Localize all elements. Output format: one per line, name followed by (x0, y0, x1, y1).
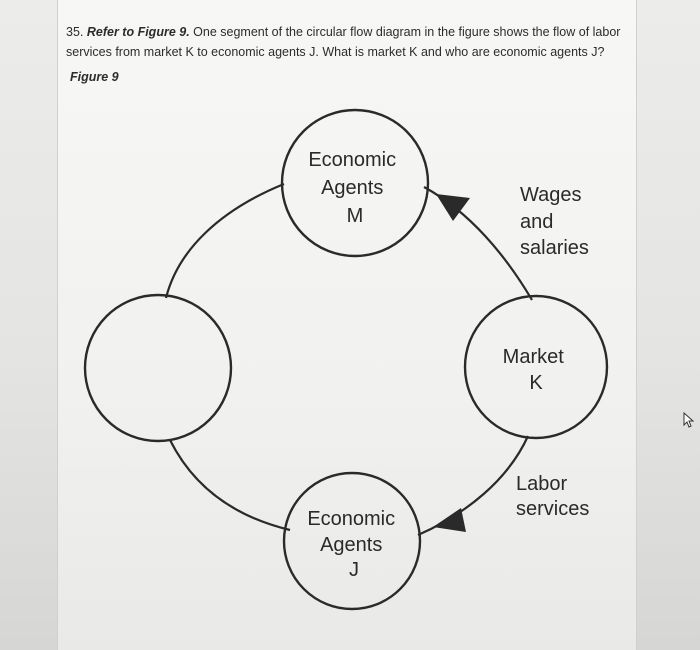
labor-line-1: Labor (516, 473, 567, 495)
arrowhead-wages-icon (436, 194, 470, 221)
question-page (57, 0, 637, 650)
question-text: 35. Refer to Figure 9. One segment of th… (66, 22, 626, 62)
question-number: 35. (66, 25, 84, 39)
flow-label-wages-and-salaries: Wages and salaries (520, 184, 589, 259)
arc-left-to-bottom (169, 439, 291, 532)
figure-label: Figure 9 (70, 70, 119, 84)
mouse-pointer-icon (683, 412, 695, 428)
arrowhead-labor-icon (433, 508, 466, 532)
node-m-line-2: Agents (321, 177, 383, 199)
node-k-line-1: Market (503, 346, 565, 368)
question-reference: Refer to Figure 9. (86, 25, 190, 39)
question-body: One segment of the circular flow diagram… (66, 25, 621, 59)
node-label-market-k: Market K (503, 346, 570, 394)
wages-line-3: salaries (520, 237, 589, 259)
node-empty-left (83, 293, 233, 443)
labor-line-2: services (516, 498, 589, 520)
wages-line-2: and (520, 211, 553, 233)
node-label-economic-agents-j: Economic Agents J (307, 508, 400, 581)
wages-line-1: Wages (520, 184, 582, 206)
node-label-economic-agents-m: Economic Agents M (308, 149, 401, 227)
node-m-line-3: M (347, 205, 364, 227)
arc-wages-and-salaries (423, 186, 533, 301)
flow-label-labor-services: Labor services (516, 473, 589, 520)
node-economic-agents-j (282, 471, 422, 611)
arc-top-to-left (164, 182, 285, 299)
node-economic-agents-m (280, 108, 430, 258)
node-m-line-1: Economic (308, 149, 396, 171)
node-j-line-3: J (349, 559, 359, 581)
arc-labor-services (417, 435, 530, 537)
node-market-k (463, 294, 609, 440)
node-k-line-2: K (529, 372, 543, 394)
node-j-line-2: Agents (320, 534, 382, 556)
node-j-line-1: Economic (307, 508, 395, 530)
